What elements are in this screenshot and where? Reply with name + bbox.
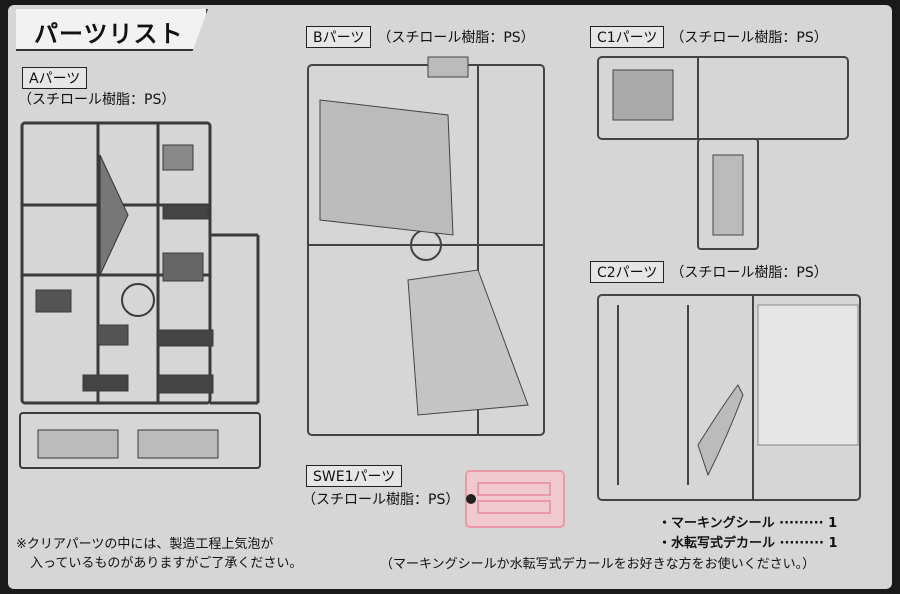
runner-illustrations: [19, 56, 861, 528]
marking-seal-count: ・マーキングシール ········· 1: [658, 516, 838, 531]
label-b-parts: Bパーツ（スチロール樹脂：PS）: [306, 26, 535, 48]
material-a: （スチロール樹脂：PS）: [18, 92, 176, 108]
label-a-parts: Aパーツ: [22, 67, 93, 89]
material-swe1: （スチロール樹脂：PS）: [302, 492, 460, 508]
runner-swe1: [465, 470, 565, 528]
clear-parts-note-line1: ※クリアパーツの中には、製造工程上気泡が: [16, 537, 274, 552]
runner-b: [307, 56, 545, 436]
runner-c2: [597, 294, 861, 501]
label-c1-parts: C1パーツ（スチロール樹脂：PS）: [590, 26, 828, 48]
swe1-number-marker: [466, 494, 476, 504]
label-swe1-parts: SWE1パーツ: [306, 465, 408, 487]
clear-parts-note-line2: 入っているものがありますがご了承ください。: [30, 556, 303, 571]
parts-list-page: パーツリスト Aパーツ （スチロール樹脂：PS） Bパーツ（スチロール樹脂：PS…: [8, 5, 892, 589]
water-decal-count: ・水転写式デカール ········· 1: [658, 536, 838, 551]
runner-c1: [597, 56, 849, 250]
runner-a: [19, 121, 261, 469]
title-banner: [16, 9, 208, 51]
page-title: パーツリスト: [34, 20, 184, 48]
label-c2-parts: C2パーツ（スチロール樹脂：PS）: [590, 261, 828, 283]
decal-choice-note: （マーキングシールか水転写式デカールをお好きな方をお使いください。）: [380, 557, 816, 572]
